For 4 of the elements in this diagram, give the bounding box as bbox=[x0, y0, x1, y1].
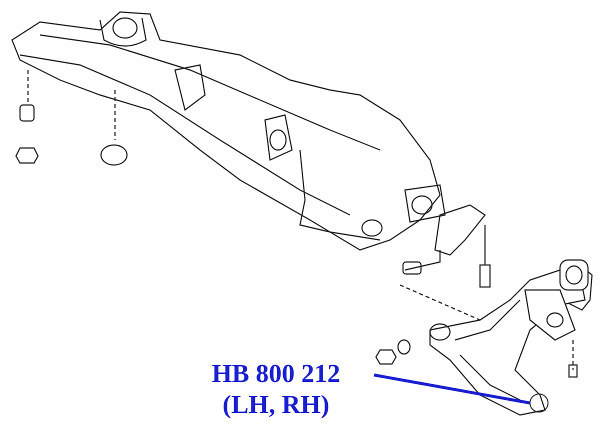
ball-joint-drawing bbox=[528, 392, 550, 414]
leader-line bbox=[374, 374, 530, 404]
part-number-label: (LH, RH) bbox=[222, 389, 330, 420]
part-number-label: HB 800 212 bbox=[212, 358, 340, 389]
